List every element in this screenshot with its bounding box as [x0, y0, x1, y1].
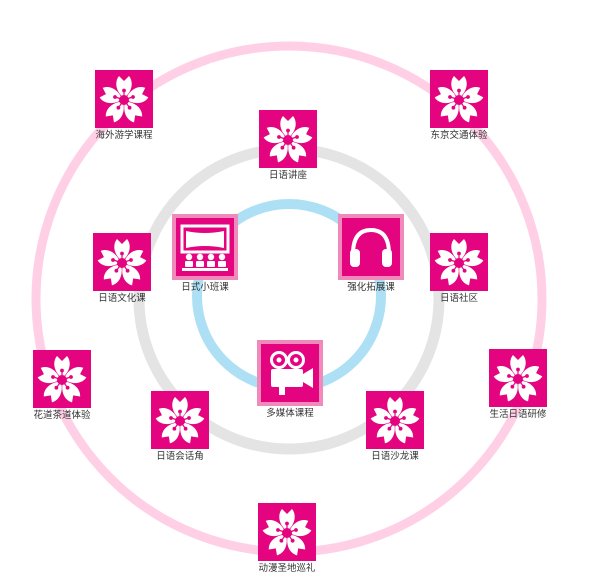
- tile: [95, 70, 153, 128]
- tile: [33, 350, 91, 408]
- node-label: 日语文化课: [98, 293, 146, 304]
- node-small-class[interactable]: 日式小班课: [165, 214, 245, 294]
- node-label: 海外游学课程: [95, 130, 153, 141]
- node-community[interactable]: 日语社区: [419, 233, 499, 305]
- node-label: 花道茶道体验: [33, 410, 91, 421]
- tile: [172, 214, 238, 280]
- node-overseas-study[interactable]: 海外游学课程: [84, 70, 164, 142]
- tile: [338, 214, 404, 280]
- tile: [151, 391, 209, 449]
- sakura-icon: [433, 238, 485, 288]
- tile: [366, 391, 424, 449]
- sakura-icon: [433, 75, 485, 125]
- node-salon-class[interactable]: 日语沙龙课: [355, 391, 435, 463]
- tile: [257, 340, 323, 406]
- node-label: 强化拓展课: [347, 282, 395, 293]
- node-multimedia[interactable]: 多媒体课程: [250, 340, 330, 420]
- classroom-icon: [180, 224, 230, 271]
- node-label: 日语社区: [439, 293, 478, 304]
- node-label: 日语会话角: [156, 451, 204, 462]
- sakura-icon: [492, 354, 544, 404]
- node-lecture[interactable]: 日语讲座: [248, 110, 328, 182]
- node-intensive-class[interactable]: 强化拓展课: [331, 214, 411, 294]
- node-label: 多媒体课程: [266, 408, 314, 419]
- sakura-icon: [369, 396, 421, 446]
- video-camera-icon: [270, 351, 313, 395]
- node-tokyo-transport[interactable]: 东京交通体验: [419, 70, 499, 142]
- tile: [259, 110, 317, 168]
- node-label: 日式小班课: [181, 282, 229, 293]
- sakura-icon: [261, 508, 313, 558]
- headphones-icon: [350, 227, 392, 267]
- node-culture-class[interactable]: 日语文化课: [82, 233, 162, 305]
- node-label: 生活日语研修: [489, 409, 547, 420]
- tile: [430, 70, 488, 128]
- node-anime-pilgrimage[interactable]: 动漫圣地巡礼: [247, 503, 327, 575]
- node-daily-japanese[interactable]: 生活日语研修: [478, 349, 558, 421]
- node-label: 动漫圣地巡礼: [258, 563, 316, 574]
- node-flower-tea-ceremony[interactable]: 花道茶道体验: [22, 350, 102, 422]
- node-conversation-corner[interactable]: 日语会话角: [140, 391, 220, 463]
- node-label: 日语讲座: [268, 170, 307, 181]
- node-label: 日语沙龙课: [371, 451, 419, 462]
- tile: [430, 233, 488, 291]
- sakura-icon: [36, 355, 88, 405]
- tile: [489, 349, 547, 407]
- sakura-icon: [262, 115, 314, 165]
- sakura-icon: [98, 75, 150, 125]
- node-label: 东京交通体验: [430, 130, 488, 141]
- sakura-icon: [96, 238, 148, 288]
- tile: [93, 233, 151, 291]
- sakura-icon: [154, 396, 206, 446]
- tile: [258, 503, 316, 561]
